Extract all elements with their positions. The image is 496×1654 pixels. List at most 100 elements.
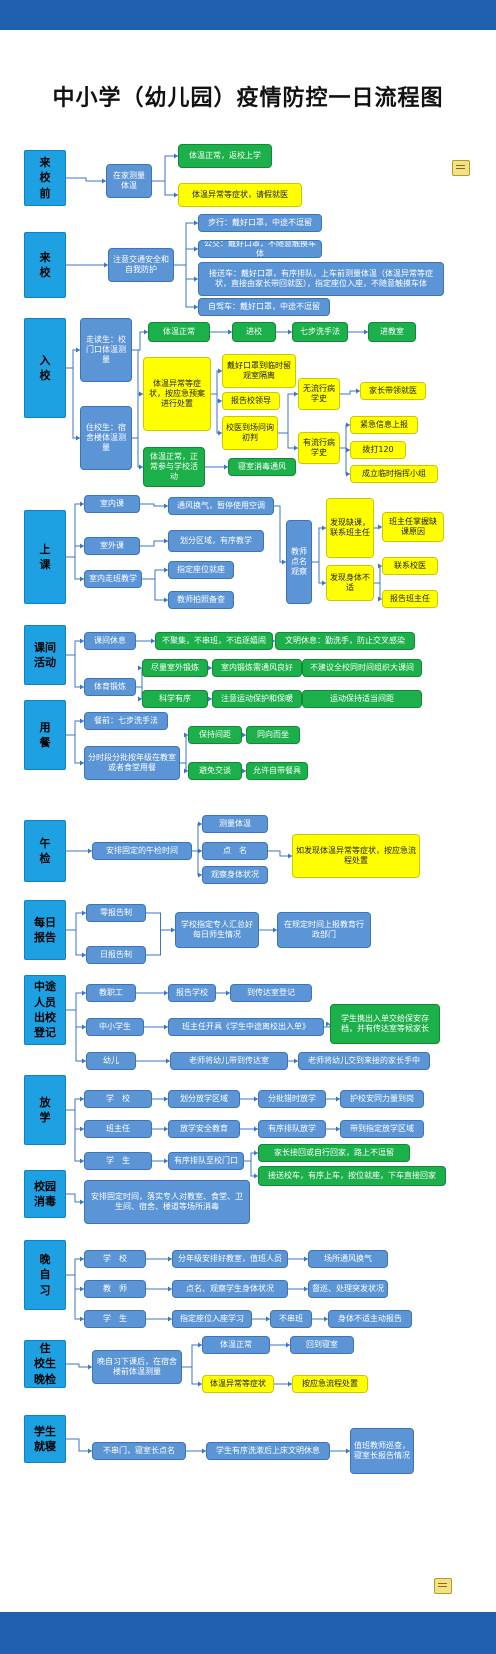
flow-node-j2: 划分放学区域 xyxy=(168,1090,240,1108)
arrowhead xyxy=(104,262,108,268)
arrowhead xyxy=(336,1126,340,1132)
arrowhead xyxy=(282,559,286,565)
flow-node-i7: 幼儿 xyxy=(86,1052,136,1070)
section-s11: 校园 消毒 xyxy=(24,1170,66,1218)
flow-node-e9: 注意运动保护和保暖 xyxy=(212,690,302,708)
connector-c13-c14 xyxy=(340,424,350,449)
arrowhead xyxy=(174,153,178,159)
flow-node-i2: 报告学校 xyxy=(168,984,216,1002)
comment-icon[interactable] xyxy=(452,160,470,176)
arrowhead xyxy=(171,927,175,933)
flow-node-h4: 在规定时间上报教育行政部门 xyxy=(277,912,371,948)
arrowhead xyxy=(76,347,80,353)
comment-icon[interactable] xyxy=(434,1578,452,1594)
flow-node-e1: 课间休息 xyxy=(84,632,136,650)
flow-node-l9: 不串班 xyxy=(270,1310,312,1328)
arrowhead xyxy=(224,464,228,470)
arrowhead xyxy=(226,990,230,996)
flow-node-c7: 体温异常等症状，按应急预案进行处置 xyxy=(143,357,211,431)
flow-node-c10: 校医到场问询初判 xyxy=(222,416,278,450)
arrowhead xyxy=(80,1126,84,1132)
flow-node-l5: 点名、观察学生身体状况 xyxy=(172,1280,288,1298)
connector-c11-c12 xyxy=(340,390,360,395)
arrowhead xyxy=(198,872,202,878)
arrowhead xyxy=(194,246,198,252)
connector-s6-f2 xyxy=(66,734,84,764)
arrowhead xyxy=(88,1448,92,1454)
flow-node-d11: 发现身体不适 xyxy=(326,565,374,601)
connector-d3-d4 xyxy=(140,540,168,547)
arrowhead xyxy=(228,329,232,335)
arrowhead xyxy=(304,1286,308,1292)
flow-node-l10: 身体不适主动报告 xyxy=(328,1310,412,1328)
arrowhead xyxy=(76,435,80,441)
arrowhead xyxy=(198,1342,202,1348)
flow-node-d1: 室内课 xyxy=(84,495,140,513)
flow-node-l2: 分年级安排好教室，值班人员 xyxy=(172,1250,288,1268)
flow-node-j8: 带到指定放学区域 xyxy=(340,1120,424,1138)
flow-node-c15: 拨打120 xyxy=(350,441,406,459)
flow-node-j12: 接送校车，有序上车，按位就座，下车直接回家 xyxy=(258,1166,446,1186)
connector-s9-i1 xyxy=(66,992,86,1011)
flow-node-n3: 值班教师巡查，寝室长报告情况 xyxy=(350,1428,414,1474)
flow-node-m4: 体温异常等症状 xyxy=(202,1375,274,1393)
connector-s10-j9 xyxy=(66,1109,84,1162)
arrowhead xyxy=(80,684,84,690)
connector-m1-m2 xyxy=(182,1344,202,1368)
flow-node-e7: 不建议全校同时间组织大课间 xyxy=(302,659,422,677)
flow-node-a3: 体温异常等症状，请假就医 xyxy=(178,183,302,207)
connector-c10-c11 xyxy=(278,393,298,434)
flow-node-f3: 保持间距 xyxy=(188,726,242,744)
section-s10: 放 学 xyxy=(24,1075,66,1145)
arrowhead xyxy=(346,422,350,428)
flow-node-c16: 成立临时指挥小组 xyxy=(350,465,438,483)
arrowhead xyxy=(151,638,155,644)
arrowhead xyxy=(80,1096,84,1102)
connector-s12-l7 xyxy=(66,1274,84,1320)
connector-d11-d12 xyxy=(374,565,382,584)
arrowhead xyxy=(80,543,84,549)
flow-node-f6: 允许自带餐具 xyxy=(246,762,308,780)
flow-node-e8: 科学有序 xyxy=(142,690,208,708)
arrowhead xyxy=(184,732,188,738)
flow-node-b3: 公交：戴好口罩，不随意触摸车体 xyxy=(198,240,322,258)
arrowhead xyxy=(168,1316,172,1322)
arrowhead xyxy=(102,178,106,184)
arrowhead xyxy=(80,1286,84,1292)
arrowhead xyxy=(378,524,382,530)
flow-node-j4: 护校安同力量到岗 xyxy=(340,1090,424,1108)
arrowhead xyxy=(164,538,168,544)
flow-node-c2: 住校生：宿舍楼体温测量 xyxy=(80,406,132,470)
arrowhead xyxy=(82,990,86,996)
connector-s13-m1 xyxy=(66,1363,92,1368)
arrowhead xyxy=(208,665,212,671)
flow-node-k1: 安排固定时间，落实专人对教室、食堂、卫生间、宿舍、楼道等场所消毒 xyxy=(84,1180,250,1224)
flow-node-b1: 注意交通安全和自我防护 xyxy=(108,248,174,282)
flow-node-h1: 零报告制 xyxy=(86,904,146,922)
connector-d1-d2 xyxy=(140,503,168,507)
section-s14: 学生 就寝 xyxy=(24,1415,66,1463)
section-s1: 来 校 前 xyxy=(24,150,66,206)
flow-node-b2: 步行：戴好口罩，中途不逗留 xyxy=(198,214,322,232)
arrowhead xyxy=(218,398,222,404)
flow-node-e6: 室内锻炼需通风良好 xyxy=(212,659,302,677)
arrowhead xyxy=(378,596,382,602)
arrowhead xyxy=(208,696,212,702)
flow-node-d10: 班主任掌握缺课原因 xyxy=(382,512,444,542)
arrowhead xyxy=(138,665,142,671)
flow-node-n1: 不串门，寝室长点名 xyxy=(92,1442,186,1460)
connector-a1-a3 xyxy=(152,180,178,196)
connector-d5-d7 xyxy=(142,578,168,601)
flow-node-j3: 分批错时放学 xyxy=(258,1090,326,1108)
arrowhead xyxy=(80,1199,84,1205)
arrowhead xyxy=(82,952,86,958)
flow-node-m5: 按应急流程处置 xyxy=(292,1375,368,1393)
connector-b1-b5 xyxy=(174,264,198,308)
connector-s8-h1 xyxy=(66,912,86,931)
flow-node-d7: 教师拍照备查 xyxy=(168,591,234,609)
connector-c1-c3 xyxy=(132,331,148,351)
arrowhead xyxy=(139,391,143,397)
arrowhead xyxy=(324,1316,328,1322)
arrowhead xyxy=(198,821,202,827)
